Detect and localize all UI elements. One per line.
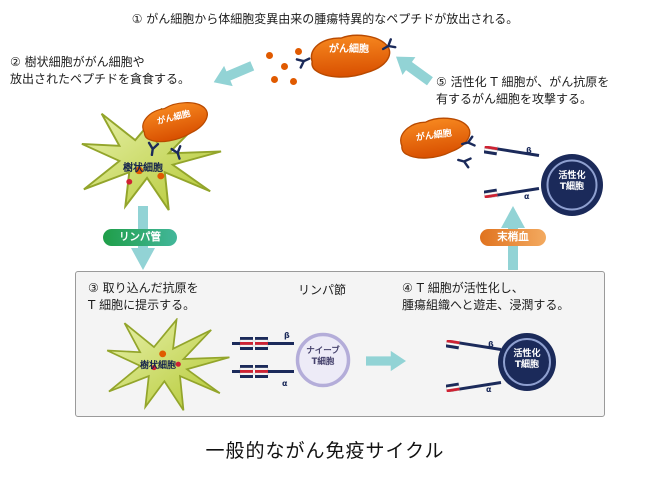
tcr-alpha-label: α [524,192,530,201]
activated-t-cell-node-shape [498,333,556,391]
lymph-node-label: リンパ節 [297,283,346,297]
y-antigen-icon [170,145,185,160]
tcr-beta-label: β [284,331,290,340]
tcr-alpha-label: α [486,385,492,394]
peptide-dot [271,76,278,83]
naive-t-cell-shape [295,332,351,388]
activated-t-cell-right-shape [541,154,603,216]
peripheral-blood-label: 末梢血 [497,231,529,243]
peptide-dot [295,48,302,55]
cancer-cell-top-label: がん細胞 [329,44,369,55]
y-antigen-icon [295,53,311,69]
peptide-dot [290,78,297,85]
y-antigen-icon [146,141,160,156]
dendritic-cell-node-label: 樹状細胞 [139,361,176,371]
diagram-title: 一般的ながん免疫サイクル [205,440,445,462]
dendritic-cell-left-label: 樹状細胞 [123,163,163,174]
peripheral-blood-bar: 末梢血 [480,229,546,246]
step3-caption: ③ 取り込んだ抗原を T 細胞に提示する。 [88,281,199,313]
tcr-beta-label: β [488,340,494,349]
tcr-alpha-label: α [282,379,288,388]
lymph-vessel-label: リンパ管 [119,231,161,243]
antigen-presentation-junction [232,336,294,379]
step2-caption: ② 樹状細胞ががん細胞や 放出されたペプチドを貪食する。 [10,55,191,87]
naive-t-cell-label: ナイーブ T細胞 [306,346,340,368]
peptide-dot [266,52,273,59]
tcr-beta-label: β [526,146,532,155]
step4-caption: ④ T 細胞が活性化し、 腫瘍組織へと遊走、浸潤する。 [402,281,570,313]
peptide-dot [281,63,288,70]
dendritic-cell-node-shape [106,318,230,411]
arrow-cancer-to-dendritic [209,55,257,93]
lymph-vessel-bar: リンパ管 [103,229,177,246]
y-antigen-icon [457,154,472,169]
activated-t-cell-right-label: 活性化 T細胞 [558,171,586,193]
activated-t-cell-node-label: 活性化 T細胞 [513,349,541,371]
arrow-naive-to-activated [366,350,406,372]
step1-caption: ① がん細胞から体細胞変異由来の腫瘍特異的なペプチドが放出される。 [131,12,519,26]
step5-caption: ⑤ 活性化 T 細胞が、がん抗原を 有するがん細胞を攻撃する。 [436,75,610,107]
